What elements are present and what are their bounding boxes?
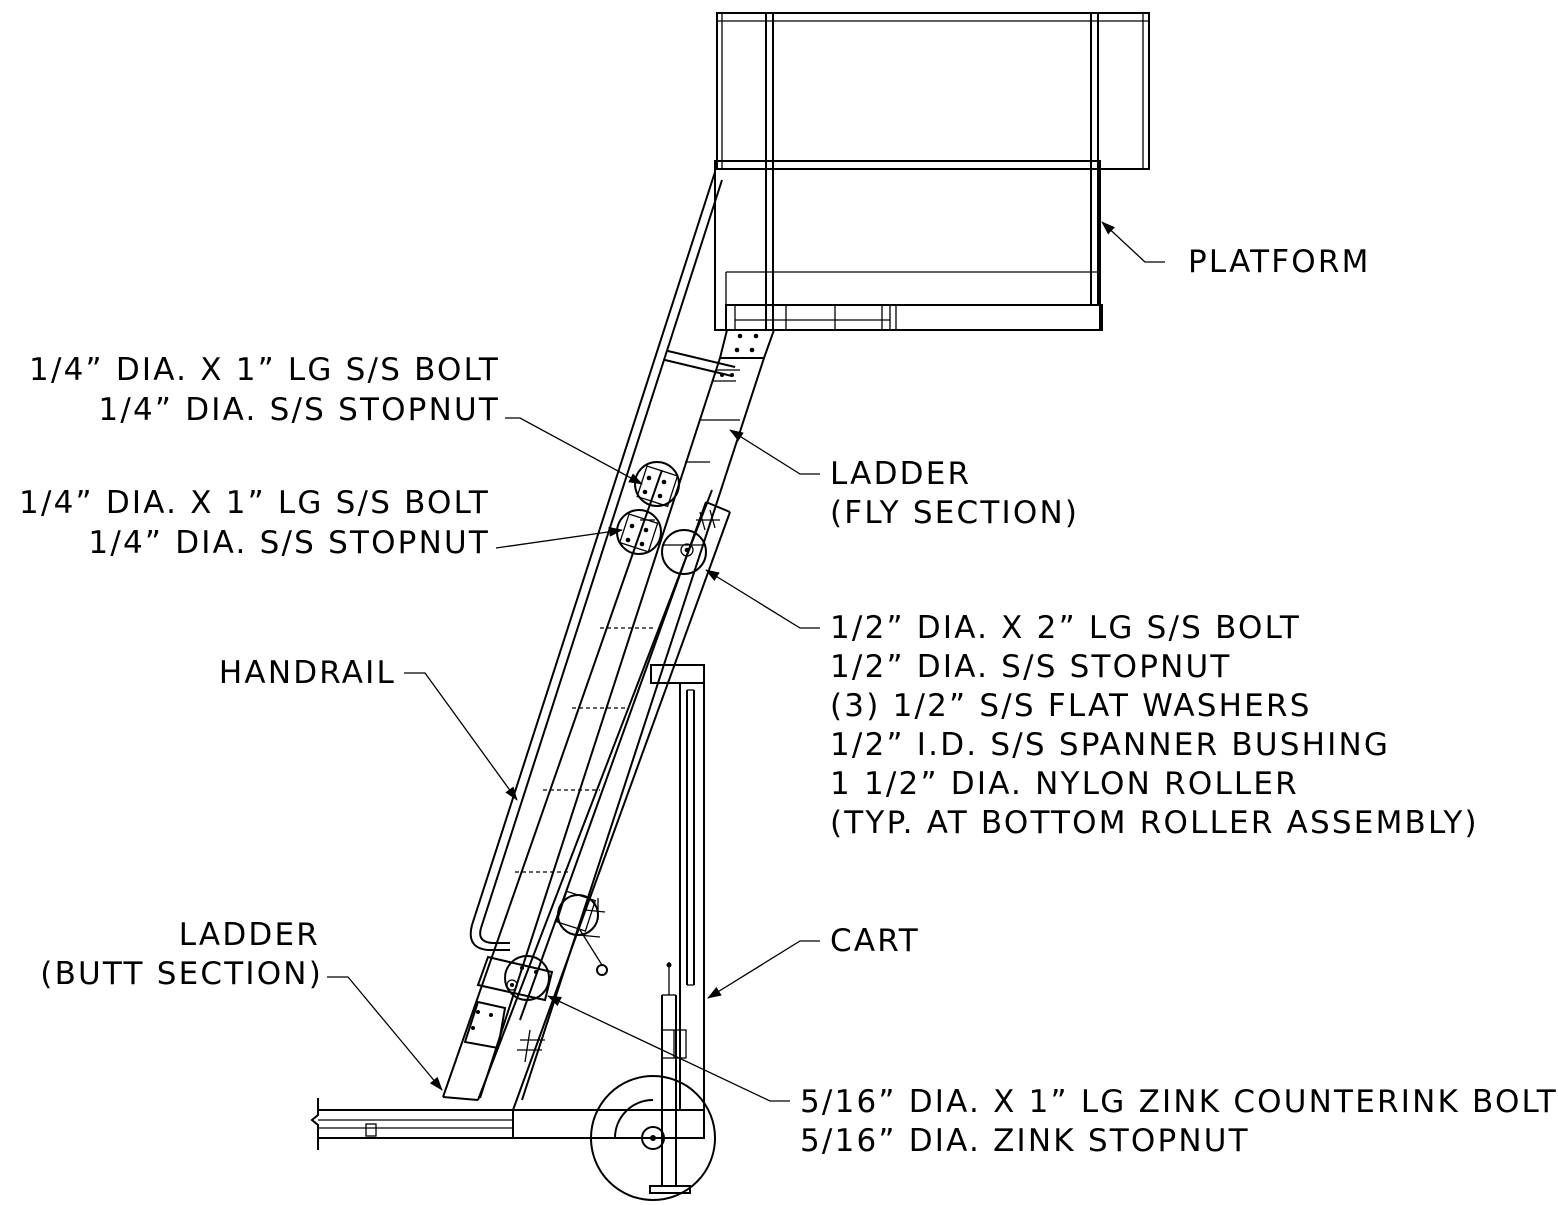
label-handrail: HANDRAIL xyxy=(218,655,396,691)
label-ladder-butt-line1: LADDER xyxy=(178,917,320,953)
cart xyxy=(310,664,716,1201)
label-platform: PLATFORM xyxy=(1188,244,1371,280)
label-bolt-upper-line2: 1/4” DIA. S/S STOPNUT xyxy=(98,392,500,428)
label-roller-line6: (TYP. AT BOTTOM ROLLER ASSEMBLY) xyxy=(830,805,1479,841)
bolt-circle-lower xyxy=(616,509,662,555)
label-bolt-upper-line1: 1/4” DIA. X 1” LG S/S BOLT xyxy=(29,352,500,388)
roller-top xyxy=(661,529,707,575)
label-cart: CART xyxy=(830,923,920,959)
label-roller-line2: 1/2” DIA. S/S STOPNUT xyxy=(830,649,1232,685)
label-roller-line5: 1 1/2” DIA. NYLON ROLLER xyxy=(830,766,1299,802)
label-roller-line4: 1/2” I.D. S/S SPANNER BUSHING xyxy=(830,727,1391,763)
label-ladder-fly-line1: LADDER xyxy=(830,456,972,492)
platform xyxy=(714,12,1150,331)
label-bolt-lower-line2: 1/4” DIA. S/S STOPNUT xyxy=(88,525,490,561)
label-counter-bolt-line1: 5/16” DIA. X 1” LG ZINK COUNTERINK BOLT xyxy=(800,1084,1558,1120)
label-roller-line3: (3) 1/2” S/S FLAT WASHERS xyxy=(830,688,1312,724)
label-bolt-lower-line1: 1/4” DIA. X 1” LG S/S BOLT xyxy=(19,485,490,521)
handrail xyxy=(469,171,736,951)
label-roller-line1: 1/2” DIA. X 2” LG S/S BOLT xyxy=(830,610,1301,646)
latch-mechanism xyxy=(556,890,608,976)
leader-lines xyxy=(327,221,1165,1102)
ladder-fly-section xyxy=(479,357,765,1101)
label-ladder-fly-line2: (FLY SECTION) xyxy=(830,495,1080,531)
platform-bracket xyxy=(718,329,776,359)
roller-bottom xyxy=(504,955,550,1001)
label-ladder-butt-line2: (BUTT SECTION) xyxy=(40,956,323,992)
label-counter-bolt-line2: 5/16” DIA. ZINK STOPNUT xyxy=(800,1123,1250,1159)
